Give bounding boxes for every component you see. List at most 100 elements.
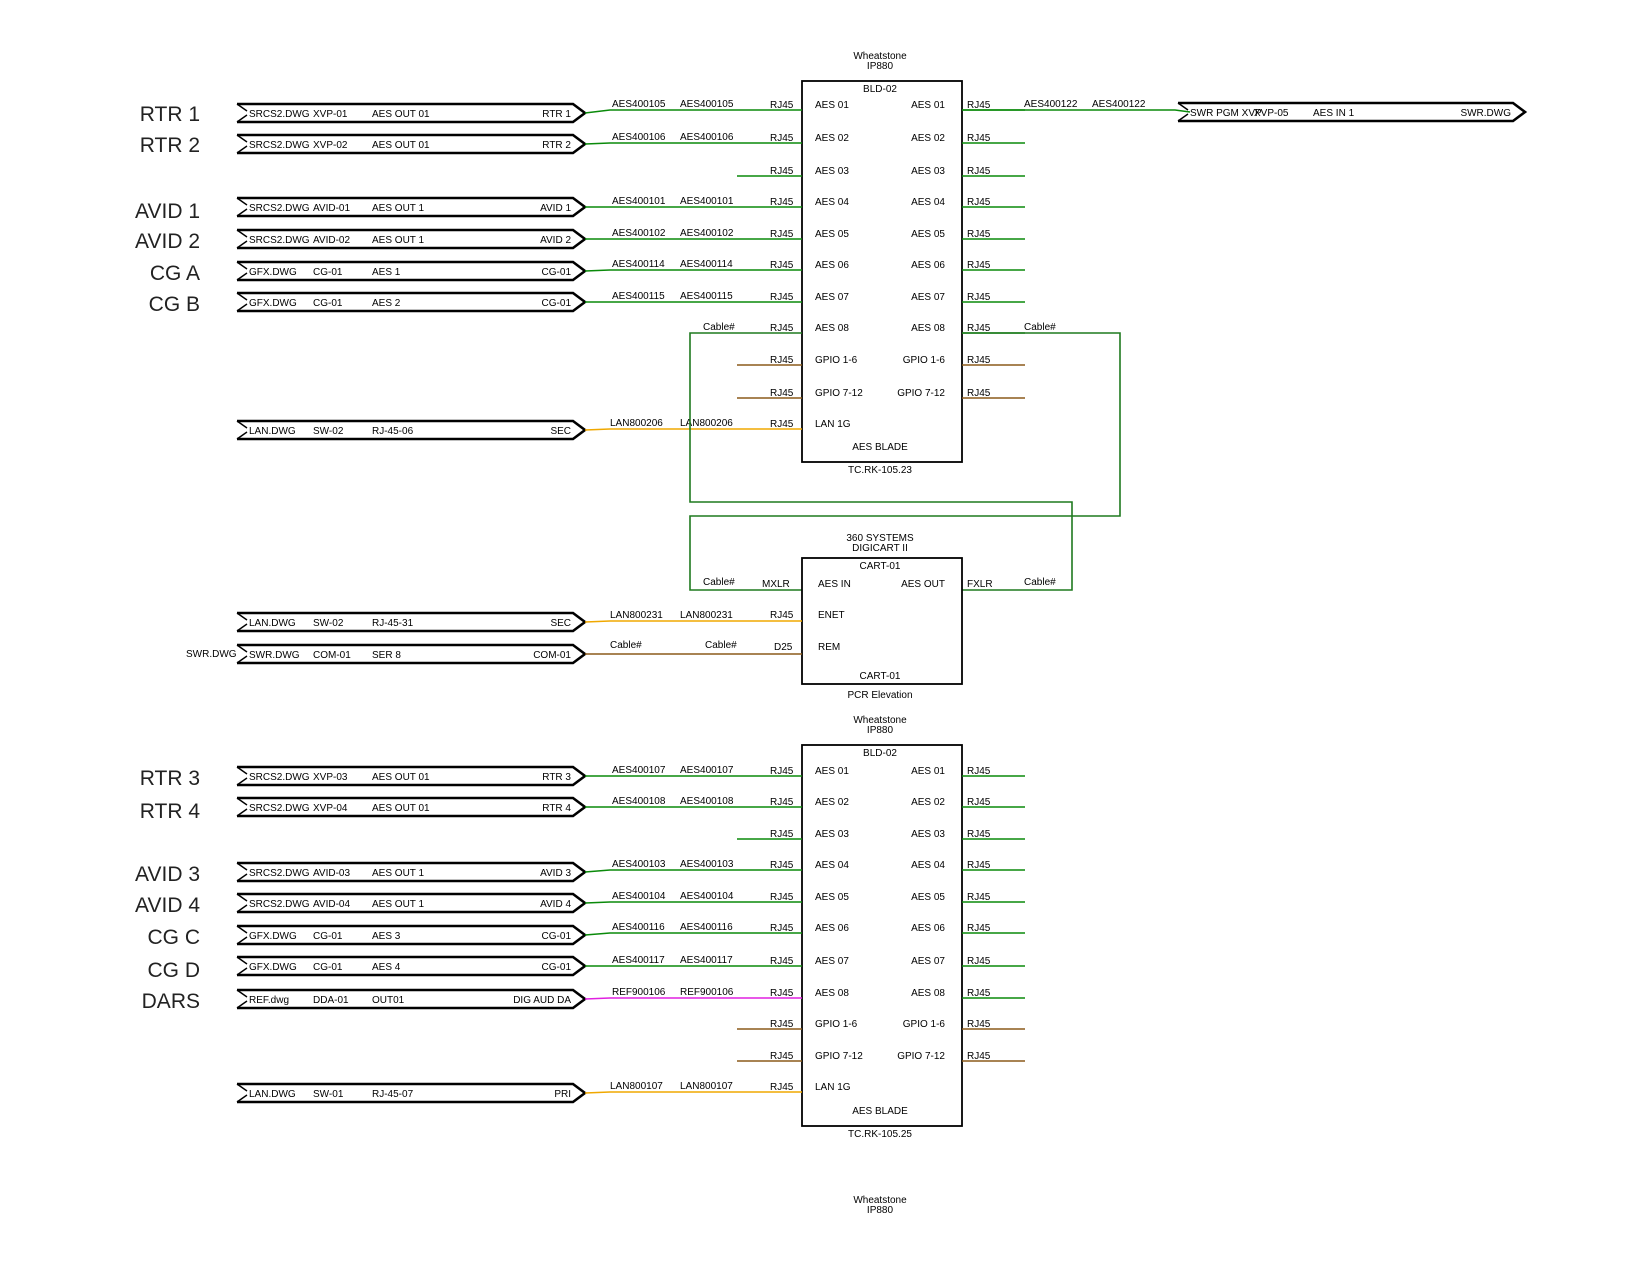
connector-type-label: RJ45 [967, 1051, 991, 1062]
connector-tail [236, 893, 248, 902]
input-port-label: AES 08 [815, 988, 849, 999]
connector-destination: RTR 4 [542, 803, 571, 814]
input-port-label: AES 08 [815, 323, 849, 334]
connector-id: XVP-03 [313, 772, 348, 783]
connector-destination: RTR 3 [542, 772, 571, 783]
aes-cable [584, 869, 802, 873]
connector-destination: PRI [554, 1089, 571, 1100]
connector-id: CG-01 [313, 931, 343, 942]
input-port-label: AES 03 [815, 166, 849, 177]
connector-file: GFX.DWG [249, 267, 297, 278]
connector-type-label: RJ45 [967, 797, 991, 808]
connector-destination: AVID 1 [540, 203, 571, 214]
input-port-label: REM [818, 642, 840, 653]
cable-number: Cable# [705, 640, 737, 651]
cable-number: Cable# [703, 577, 735, 588]
connector-tail [236, 612, 248, 621]
connector-id: AVID-04 [313, 899, 350, 910]
connector-file: SRCS2.DWG [249, 772, 310, 783]
device-location: TC.RK-105.23 [848, 465, 912, 476]
connector-type-label: RJ45 [967, 229, 991, 240]
connector-type-label: RJ45 [967, 860, 991, 871]
cable-number: AES400108 [612, 796, 666, 807]
input-port-label: AES 01 [815, 100, 849, 111]
source-label: RTR 3 [140, 767, 200, 790]
connector-type-label: RJ45 [967, 166, 991, 177]
cable-number: AES400117 [680, 955, 733, 966]
lan-cable [584, 428, 802, 431]
source-label: CG A [150, 262, 200, 285]
output-port-label: AES 02 [911, 797, 945, 808]
connector-file: LAN.DWG [249, 1089, 296, 1100]
cable-number: AES400116 [680, 922, 733, 933]
connector-id: CG-01 [313, 267, 343, 278]
connector-port: AES IN 1 [1313, 108, 1355, 119]
cable-number: AES400106 [680, 132, 734, 143]
connector-id: XVP-05 [1254, 108, 1289, 119]
connector-destination: CG-01 [542, 298, 572, 309]
device-location: PCR Elevation [847, 690, 912, 701]
cable-number: REF900106 [612, 987, 666, 998]
connector-tail [236, 766, 248, 775]
connector-type-label: RJ45 [770, 1051, 794, 1062]
cable-number: LAN800206 [680, 418, 733, 429]
connector-type-label: RJ45 [967, 133, 991, 144]
connector-destination: AVID 3 [540, 868, 571, 879]
connector-tail [236, 808, 248, 817]
connector-tail [236, 904, 248, 913]
connector-id: XVP-02 [313, 140, 348, 151]
cable-number: AES400101 [612, 196, 666, 207]
connector-type-label: RJ45 [967, 292, 991, 303]
source-label: RTR 4 [140, 800, 201, 823]
source-label: AVID 2 [135, 230, 200, 253]
cable-number: AES400108 [680, 796, 734, 807]
cable-number: AES400104 [612, 891, 666, 902]
connector-id: CG-01 [313, 962, 343, 973]
cable-number: AES400117 [612, 955, 665, 966]
output-port-label: AES 04 [911, 860, 945, 871]
device-type: AES BLADE [852, 442, 908, 453]
connector-port: OUT01 [372, 995, 405, 1006]
cable-loop [689, 332, 1121, 591]
input-port-label: AES 05 [815, 892, 849, 903]
connector-destination: DIG AUD DA [513, 995, 571, 1006]
output-port-label: GPIO 7-12 [897, 388, 945, 399]
connector-id: AVID-03 [313, 868, 350, 879]
connector-type-label: RJ45 [770, 1082, 794, 1093]
connector-id: SW-02 [313, 426, 344, 437]
input-port-label: AES 07 [815, 292, 849, 303]
cable-number: Cable# [610, 640, 642, 651]
connector-tail [236, 134, 248, 143]
cable-number: AES400107 [680, 765, 734, 776]
cable-number: AES400102 [680, 228, 734, 239]
connector-type-label: RJ45 [770, 323, 794, 334]
connector-type-label: RJ45 [770, 133, 794, 144]
connector-type-label: RJ45 [967, 197, 991, 208]
connector-port: AES OUT 1 [372, 868, 424, 879]
input-port-label: AES 04 [815, 860, 849, 871]
cable-number: REF900106 [680, 987, 734, 998]
connector-id: CG-01 [313, 298, 343, 309]
cable-number: AES400122 [1024, 99, 1078, 110]
connector-port: AES 2 [372, 298, 401, 309]
cable-number: AES400114 [612, 259, 665, 270]
connector-tail [236, 862, 248, 871]
device-model: IP880 [867, 61, 894, 72]
source-label: RTR 2 [140, 134, 200, 157]
source-label: RTR 1 [140, 103, 200, 126]
connector-id: SW-02 [313, 618, 344, 629]
input-port-label: GPIO 1-6 [815, 1019, 858, 1030]
connector-port: AES OUT 1 [372, 899, 424, 910]
connector-file: SWR.DWG [186, 649, 237, 660]
cable-number: Cable# [1024, 322, 1056, 333]
connector-type-label: RJ45 [770, 829, 794, 840]
connector-file: SRCS2.DWG [249, 868, 310, 879]
output-port-label: AES 03 [911, 166, 945, 177]
cable-number: AES400115 [680, 291, 733, 302]
connector-tail [236, 272, 248, 281]
output-port-label: AES 07 [911, 292, 945, 303]
connector-type-label: RJ45 [770, 1019, 794, 1030]
source-label: AVID 4 [135, 894, 200, 917]
